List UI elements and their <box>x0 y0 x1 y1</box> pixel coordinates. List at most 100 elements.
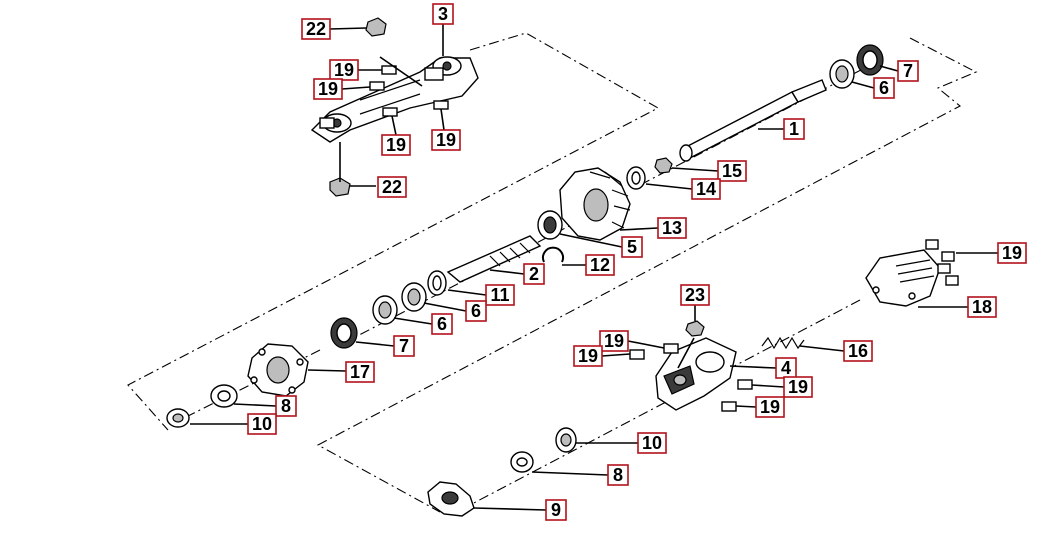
washer-14 <box>626 166 646 190</box>
svg-text:6: 6 <box>437 314 447 334</box>
cover-18 <box>865 249 941 307</box>
svg-text:8: 8 <box>613 465 623 485</box>
callout-3: 3 <box>432 3 454 25</box>
washer-11 <box>427 270 447 296</box>
callout-8-right: 8 <box>607 464 629 486</box>
washer-8-left <box>210 384 238 408</box>
svg-text:22: 22 <box>306 19 326 39</box>
svg-text:22: 22 <box>382 177 402 197</box>
svg-text:7: 7 <box>399 336 409 356</box>
svg-text:8: 8 <box>281 396 291 416</box>
svg-text:19: 19 <box>788 377 808 397</box>
callout-10-right: 10 <box>637 432 667 454</box>
svg-text:19: 19 <box>318 79 338 99</box>
callout-18: 18 <box>967 296 997 318</box>
callout-22-top: 22 <box>301 18 331 40</box>
svg-text:19: 19 <box>436 130 456 150</box>
snap-ring-12 <box>542 246 564 263</box>
svg-text:6: 6 <box>879 78 889 98</box>
callout-6-top: 6 <box>873 77 895 99</box>
pinion-shaft <box>446 235 542 283</box>
seal-7-top <box>856 44 884 76</box>
callout-19-e: 19 <box>599 330 629 352</box>
callout-19-i: 19 <box>997 242 1027 264</box>
callout-19-d: 19 <box>431 129 461 151</box>
svg-text:3: 3 <box>438 4 448 24</box>
svg-text:19: 19 <box>578 346 598 366</box>
assembly-outline-right <box>316 37 978 513</box>
svg-text:14: 14 <box>696 179 716 199</box>
callout-16: 16 <box>843 340 873 362</box>
drive-shaft <box>679 79 827 162</box>
svg-text:5: 5 <box>627 237 637 257</box>
bearing-6-mid <box>401 282 427 312</box>
callout-19-f: 19 <box>573 345 603 367</box>
callout-19-g: 19 <box>783 376 813 398</box>
callout-19-a: 19 <box>329 59 359 81</box>
svg-text:11: 11 <box>490 285 509 305</box>
callout-19-b: 19 <box>313 78 343 100</box>
callout-15: 15 <box>717 160 747 182</box>
u-joint-yoke-assembly <box>310 56 479 143</box>
svg-text:16: 16 <box>848 341 868 361</box>
svg-text:6: 6 <box>471 301 481 321</box>
bevel-gear <box>559 167 631 241</box>
assembly-outline-left <box>127 32 660 431</box>
svg-text:1: 1 <box>789 119 799 139</box>
callout-22-bottom: 22 <box>377 176 407 198</box>
bearing-6-left <box>372 295 398 325</box>
callout-6-left: 6 <box>431 313 453 335</box>
washer-8-right <box>510 451 534 473</box>
yoke-nut-top <box>365 17 387 37</box>
callout-4: 4 <box>775 357 797 379</box>
svg-text:19: 19 <box>334 60 354 80</box>
svg-text:19: 19 <box>1002 243 1022 263</box>
svg-text:10: 10 <box>642 433 662 453</box>
svg-text:4: 4 <box>781 358 791 378</box>
bearing-5 <box>537 210 563 240</box>
callout-14: 14 <box>691 178 721 200</box>
svg-text:12: 12 <box>590 255 610 275</box>
flange-17 <box>247 343 309 397</box>
svg-text:2: 2 <box>529 264 539 284</box>
callout-10-left: 10 <box>247 413 277 435</box>
callout-23: 23 <box>680 284 710 306</box>
nut-10-left <box>166 408 190 428</box>
svg-text:17: 17 <box>350 362 370 382</box>
callout-7-top: 7 <box>897 60 919 82</box>
svg-text:9: 9 <box>551 500 561 520</box>
svg-text:19: 19 <box>760 397 780 417</box>
svg-text:19: 19 <box>386 135 406 155</box>
svg-text:7: 7 <box>903 61 913 81</box>
housing-bolts <box>629 343 753 412</box>
callout-12: 12 <box>585 254 615 276</box>
spring-16 <box>761 336 805 350</box>
callout-9: 9 <box>545 499 567 521</box>
svg-text:15: 15 <box>722 161 742 181</box>
callout-19-c: 19 <box>381 134 411 156</box>
callout-8-left: 8 <box>275 395 297 417</box>
nut-23 <box>685 320 705 337</box>
callout-11: 11 <box>485 284 515 306</box>
bearing-6-top <box>829 59 855 89</box>
svg-text:13: 13 <box>662 218 682 238</box>
nut-10-right <box>555 427 577 453</box>
flange-9 <box>427 481 475 517</box>
callout-17: 17 <box>345 361 375 383</box>
svg-text:10: 10 <box>252 414 272 434</box>
seal-7-mid <box>330 317 358 349</box>
callout-7-mid: 7 <box>393 335 415 357</box>
callout-19-h: 19 <box>755 396 785 418</box>
svg-text:18: 18 <box>972 297 992 317</box>
callout-5: 5 <box>621 236 643 258</box>
callout-6-mid: 6 <box>465 300 487 322</box>
leader-lines <box>190 24 998 511</box>
callout-13: 13 <box>657 217 687 239</box>
callout-1: 1 <box>783 118 805 140</box>
callout-2: 2 <box>523 263 545 285</box>
housing-4 <box>655 337 737 411</box>
cover-bolts <box>925 239 959 286</box>
yoke-bolts <box>369 65 449 117</box>
nut-15 <box>654 157 673 174</box>
